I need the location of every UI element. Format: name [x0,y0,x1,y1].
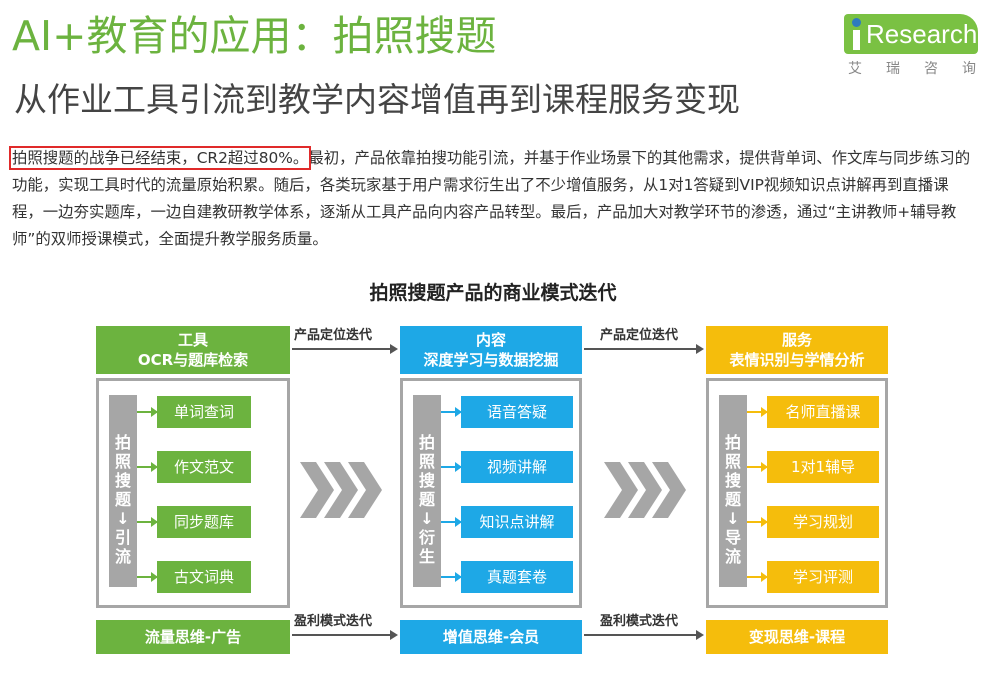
feature-item: 古文词典 [157,561,251,593]
connector-arrow-icon [747,462,768,472]
side-char: 搜 [724,471,741,490]
column-foot-service: 变现思维-课程 [706,620,888,654]
right-arrow-icon [292,630,398,640]
arrow-label-positioning: 产品定位迭代 [600,328,679,343]
column-head-line1: 工具 [177,331,208,349]
side-char: 题 [418,490,435,509]
column-foot-content: 增值思维-会员 [400,620,582,654]
column-head-tool: 工具 OCR与题库检索 [96,326,290,374]
intro-body: 最初，产品依靠拍搜功能引流，并基于作业场景下的其他需求，提供背单词、作文库与同步… [12,149,971,248]
connector-arrow-icon [441,517,462,527]
right-arrow-icon [584,630,704,640]
side-char: 照 [724,452,741,471]
logo-badge: Research [844,14,978,54]
feature-item: 学习规划 [767,506,879,538]
feature-item: 语音答疑 [461,396,573,428]
connector-arrow-icon [137,517,158,527]
diagram-title: 拍照搜题产品的商业模式迭代 [369,282,617,304]
feature-item: 名师直播课 [767,396,879,428]
logo-sub-char: 艾 [848,61,862,77]
logo-sub-char: 瑞 [886,61,900,77]
feature-item: 知识点讲解 [461,506,573,538]
column-head-line1: 服务 [781,331,812,349]
column-head-content: 内容 深度学习与数据挖掘 [400,326,582,374]
side-char: 照 [418,452,435,471]
feature-item: 视频讲解 [461,451,573,483]
side-char: ↓ [420,509,434,528]
side-char: 题 [724,490,741,509]
iresearch-logo: Research 艾 瑞 咨 询 [844,14,978,80]
side-char: 题 [114,490,131,509]
side-char: 拍 [114,433,131,452]
side-char: 搜 [418,471,435,490]
column-head-line2: 表情识别与学情分析 [729,351,865,369]
connector-arrow-icon [747,572,768,582]
feature-item: 作文范文 [157,451,251,483]
intro-highlight: 拍照搜题的战争已经结束，CR2超过80%。 [8,146,312,170]
intro-paragraph: 拍照搜题的战争已经结束，CR2超过80%。最初，产品依靠拍搜功能引流，并基于作业… [8,145,978,253]
connector-arrow-icon [441,462,462,472]
connector-arrow-icon [137,462,158,472]
connector-arrow-icon [441,572,462,582]
right-arrow-icon [292,344,398,354]
connector-arrow-icon [747,407,768,417]
column-head-line2: 深度学习与数据挖掘 [423,351,559,369]
arrow-label-profit: 盈利模式迭代 [600,614,679,629]
connector-arrow-icon [137,572,158,582]
column-body-content: 拍照搜题↓衍生 语音答疑 视频讲解 知识点讲解 真题套卷 [400,378,582,608]
side-char: ↓ [116,509,130,528]
logo-text: Research [866,19,978,49]
connector-arrow-icon [137,407,158,417]
arrow-label-positioning: 产品定位迭代 [294,328,373,343]
feature-item: 单词查词 [157,396,251,428]
connector-arrow-icon [747,517,768,527]
page-subtitle: 从作业工具引流到教学内容增值再到课程服务变现 [14,80,740,119]
column-body-tool: 拍照搜题↓引流 单词查词 作文范文 同步题库 古文词典 [96,378,290,608]
column-head-line1: 内容 [475,331,506,349]
side-char: 导 [724,528,741,547]
side-bar: 拍照搜题↓导流 [719,395,747,587]
page-title: AI+教育的应用：拍照搜题 [12,12,497,60]
feature-item: 真题套卷 [461,561,573,593]
side-char: 照 [114,452,131,471]
chevron-right-icon [604,462,686,518]
column-head-service: 服务 表情识别与学情分析 [706,326,888,374]
side-char: 生 [418,547,435,566]
side-bar: 拍照搜题↓衍生 [413,395,441,587]
side-char: ↓ [726,509,740,528]
feature-item: 学习评测 [767,561,879,593]
side-bar: 拍照搜题↓引流 [109,395,137,587]
side-char: 流 [724,547,741,566]
side-char: 引 [114,528,131,547]
column-body-service: 拍照搜题↓导流 名师直播课 1对1辅导 学习规划 学习评测 [706,378,888,608]
side-char: 流 [114,547,131,566]
arrow-label-profit: 盈利模式迭代 [294,614,373,629]
side-char: 拍 [418,433,435,452]
logo-i-icon [848,16,866,52]
feature-item: 1对1辅导 [767,451,879,483]
right-arrow-icon [584,344,704,354]
side-char: 衍 [418,528,435,547]
logo-sub-char: 咨 [924,61,938,77]
column-head-line2: OCR与题库检索 [137,351,249,369]
side-char: 搜 [114,471,131,490]
connector-arrow-icon [441,407,462,417]
side-char: 拍 [724,433,741,452]
logo-subtitle: 艾 瑞 咨 询 [844,58,978,78]
feature-item: 同步题库 [157,506,251,538]
column-foot-tool: 流量思维-广告 [96,620,290,654]
chevron-right-icon [300,462,382,518]
logo-sub-char: 询 [962,61,976,77]
